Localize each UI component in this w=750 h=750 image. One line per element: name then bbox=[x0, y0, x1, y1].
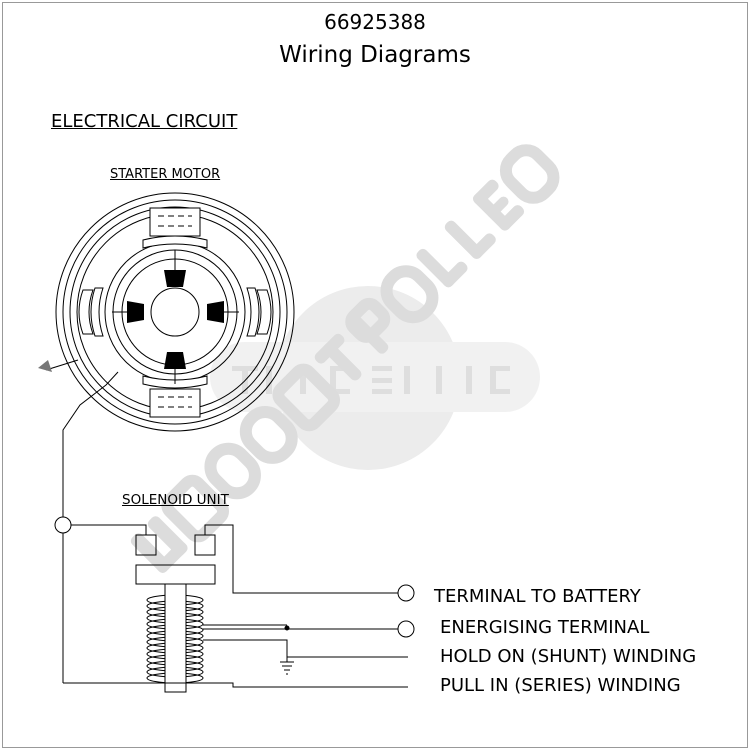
battery-terminal-node[interactable] bbox=[397, 584, 415, 602]
terminal-label-energising: ENERGISING TERMINAL bbox=[440, 617, 650, 638]
brush-top bbox=[164, 270, 186, 287]
solenoid-contact-bar bbox=[135, 564, 216, 585]
starter-motor bbox=[38, 192, 295, 683]
watermark-logo-bar bbox=[210, 342, 540, 412]
section-title: ELECTRICAL CIRCUIT bbox=[51, 111, 238, 132]
starter-motor-label: STARTER MOTOR bbox=[110, 167, 221, 182]
solenoid-contact-right bbox=[194, 534, 216, 556]
ground-icon bbox=[280, 661, 294, 675]
motor-ground-icon bbox=[38, 360, 52, 372]
solenoid-contact-left bbox=[135, 534, 157, 556]
solenoid-unit bbox=[54, 516, 415, 693]
watermark-stamp-lettering bbox=[130, 144, 560, 573]
terminal-label-series: PULL IN (SERIES) WINDING bbox=[440, 675, 681, 696]
terminal-label-shunt: HOLD ON (SHUNT) WINDING bbox=[440, 646, 697, 667]
solenoid-label: SOLENOID UNIT bbox=[122, 492, 229, 508]
energising-terminal-node[interactable] bbox=[397, 620, 415, 638]
motor-terminal-node bbox=[54, 516, 72, 534]
brush-left bbox=[127, 301, 144, 323]
part-number: 66925388 bbox=[324, 10, 426, 34]
terminal-label-battery: TERMINAL TO BATTERY bbox=[434, 586, 641, 607]
solenoid-plunger bbox=[164, 583, 187, 693]
page-title: Wiring Diagrams bbox=[279, 42, 471, 68]
brush-right bbox=[207, 301, 224, 323]
armature-shaft bbox=[150, 287, 200, 337]
